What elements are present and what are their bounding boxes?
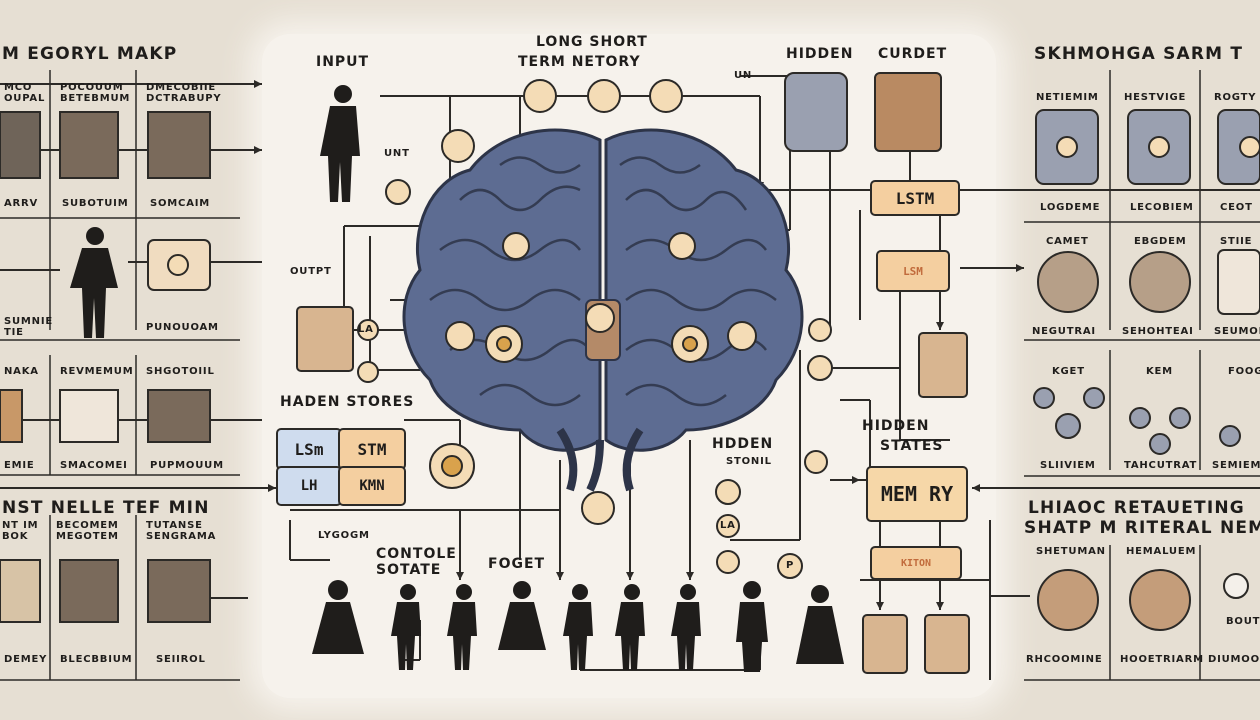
- right-row3-caption-3: SEMIEM: [1212, 460, 1260, 471]
- person-icon: [615, 584, 645, 670]
- contole-label: CONTOLE: [376, 546, 457, 562]
- person-icon: [320, 85, 360, 202]
- left-row4-caption-1: DEMEY: [4, 654, 48, 665]
- right-row3-caption-2: TAHCUTRAT: [1124, 460, 1198, 471]
- person-icon: [447, 584, 477, 670]
- left-row1-caption-1: ARRV: [4, 198, 39, 209]
- left-row1-label-3: DMECOBIIE DCTRABUPY: [146, 82, 222, 104]
- memory-cell-icon-2: [924, 614, 970, 674]
- la2-label: LA: [720, 520, 736, 531]
- current-cell-icon: [874, 72, 942, 152]
- left-row4-label-3: TUTANSE SENGRAMA: [146, 520, 217, 542]
- right-section-title-1: LHIAOC RETAUETING: [1028, 498, 1245, 518]
- output-cell-icon: [296, 306, 354, 372]
- right-row3-label-1: KGET: [1052, 366, 1085, 377]
- la-label: LA: [358, 324, 374, 335]
- left-row1-caption-2: SUBOTUIM: [62, 198, 129, 209]
- right-row2-caption-1: NEGUTRAI: [1032, 326, 1096, 337]
- left-row3-label-2: REVMEMUM: [60, 366, 134, 377]
- right-row2-label-3: STIIE: [1220, 236, 1253, 247]
- right-row1-caption-2: LECOBIEM: [1130, 202, 1194, 213]
- right-section-title-2: SHATP M RITERAL NEM: [1024, 518, 1260, 538]
- brain-icon: [402, 128, 804, 492]
- left-row1-label-2: POCOUUM BETEBMUM: [60, 82, 131, 104]
- right-row2-caption-2: SEHOHTEAI: [1122, 326, 1194, 337]
- hidden-cell-icon: [784, 72, 848, 152]
- stonil-label: STONIL: [726, 456, 772, 467]
- left-panel-title: M EGORYL MAKP: [2, 44, 178, 64]
- person-icon: [391, 584, 421, 670]
- person-icon: [671, 584, 701, 670]
- output-label: OUTPT: [290, 266, 332, 277]
- left-row4-label-1: NT IM BOK: [2, 520, 39, 542]
- person-icon: [312, 580, 364, 654]
- person-icon: [736, 581, 768, 672]
- lsm-box: LSm: [276, 428, 342, 470]
- kmn-box: KMN: [338, 466, 406, 506]
- hidden-stores-label: HADEN STORES: [280, 394, 415, 410]
- input-label: INPUT: [316, 54, 370, 70]
- state-cell-icon: [918, 332, 968, 398]
- kiton-box: KITON: [870, 546, 962, 580]
- lh-box: LH: [276, 466, 342, 506]
- left-row1-caption-3: SOMCAIM: [150, 198, 211, 209]
- right-row2-label-1: CAMET: [1046, 236, 1089, 247]
- right-row4-label-3: BOUT: [1226, 616, 1260, 627]
- un-label: UN: [734, 70, 753, 81]
- left-row3-caption-3: PUPMOUUM: [150, 460, 224, 471]
- person-icon: [796, 585, 844, 664]
- memory-cell-icon: [862, 614, 908, 674]
- left-section-title: NST NELLE TEF MIN: [2, 498, 210, 518]
- diagram-title-line-2: TERM NETORY: [518, 54, 641, 70]
- diagram-title-line-1: LONG SHORT: [536, 34, 648, 50]
- stm-box: STM: [338, 428, 406, 470]
- person-icon: [70, 227, 118, 338]
- left-row3-caption-1: EMIE: [4, 460, 35, 471]
- right-row2-caption-3: SEUMOL: [1214, 326, 1260, 337]
- lsm-small-box: LSM: [876, 250, 950, 292]
- sotate-label: SOTATE: [376, 562, 442, 578]
- memory-box: MEM RY: [866, 466, 968, 522]
- right-row4-label-2: HEMALUEM: [1126, 546, 1197, 557]
- left-row3-label-1: NAKA: [4, 366, 39, 377]
- right-row3-caption-1: SLIIVIEM: [1040, 460, 1096, 471]
- right-row1-caption-1: LOGDEME: [1040, 202, 1101, 213]
- hidden-states-label-1: HIDDEN: [862, 418, 930, 434]
- right-row1-label-2: HESTVIGE: [1124, 92, 1187, 103]
- person-icon: [563, 584, 593, 670]
- right-row4-caption-1: RHCOOMINE: [1026, 654, 1103, 665]
- hidden-states-label-2: STATES: [880, 438, 944, 454]
- right-row3-label-2: KEM: [1146, 366, 1173, 377]
- left-row4-label-2: BECOMEM MEGOTEM: [56, 520, 119, 542]
- left-row1-label-1: MCO OUPAL: [4, 82, 46, 104]
- right-row4-caption-3: DIUMOOL: [1208, 654, 1260, 665]
- curdet-label: CURDET: [878, 46, 948, 62]
- left-row3-label-3: SHGOTOIIL: [146, 366, 215, 377]
- left-row3-caption-2: SMACOMEI: [60, 460, 128, 471]
- left-row4-caption-3: SEIIROL: [156, 654, 206, 665]
- lygom-label: LYGOGM: [318, 530, 370, 541]
- right-row1-label-3: ROGTY: [1214, 92, 1257, 103]
- left-row2-caption-2: PUNOUOAM: [146, 322, 219, 333]
- lstm-box: LSTM: [870, 180, 960, 216]
- right-row4-label-1: SHETUMAN: [1036, 546, 1106, 557]
- unt-label: UNT: [384, 148, 410, 159]
- right-row4-caption-2: HOOETRIARM: [1120, 654, 1204, 665]
- right-row1-label-1: NETIEMIM: [1036, 92, 1099, 103]
- hdden-label: HDDEN: [712, 436, 774, 452]
- left-row4-caption-2: BLECBBIUM: [60, 654, 133, 665]
- person-icon: [498, 581, 546, 650]
- hidden-top-label: HIDDEN: [786, 46, 854, 62]
- right-row2-label-2: EBGDEM: [1134, 236, 1187, 247]
- foget-label: FOGET: [488, 556, 546, 572]
- left-row2-caption-1: SUMNIE TIE: [4, 316, 53, 338]
- right-panel-title: SKHMOHGA SARM T: [1034, 44, 1244, 64]
- right-row3-label-3: FOOG: [1228, 366, 1260, 377]
- right-row1-caption-3: CEOT: [1220, 202, 1253, 213]
- p-label: P: [786, 560, 795, 571]
